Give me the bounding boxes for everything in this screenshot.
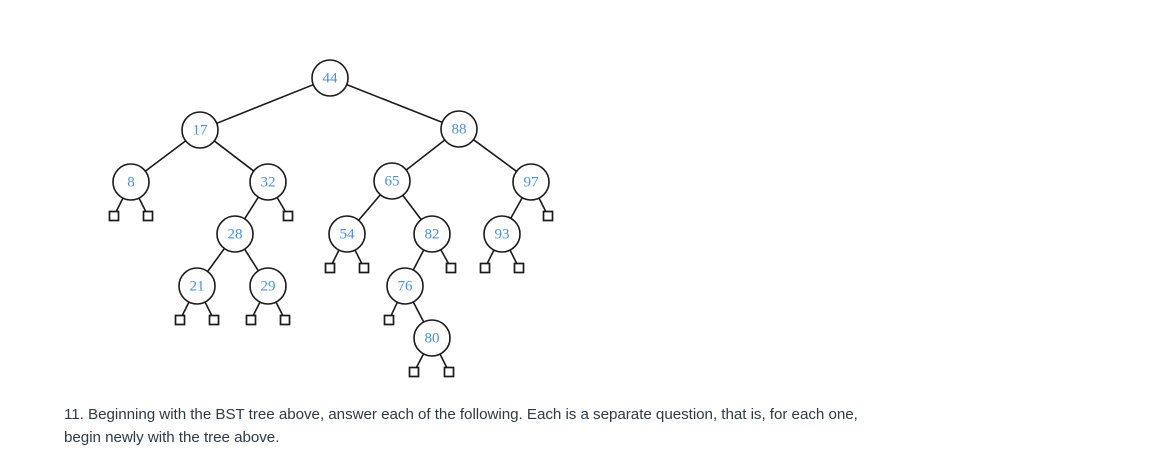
- tree-edge: [509, 196, 524, 220]
- tree-node: 32: [249, 163, 287, 201]
- tree-node: 17: [181, 111, 219, 149]
- null-leaf-marker: [479, 262, 491, 274]
- null-leaf-marker: [408, 366, 420, 378]
- question-line-1: 11. Beginning with the BST tree above, a…: [64, 406, 858, 423]
- tree-edge: [472, 138, 518, 173]
- null-leaf-marker: [542, 210, 554, 222]
- tree-edge-to-leaf: [115, 197, 124, 212]
- tree-node-circle: [328, 215, 366, 253]
- tree-node-circle: [311, 59, 349, 97]
- tree-edge-to-leaf: [415, 353, 425, 368]
- tree-node-value: 8: [127, 175, 135, 191]
- tree-node-circle: [413, 319, 451, 357]
- null-leaf-marker: [324, 262, 336, 274]
- tree-node: 97: [512, 163, 550, 201]
- tree-node: 65: [373, 162, 411, 200]
- tree-leaf-markers-group: [108, 210, 554, 378]
- tree-node-circle: [216, 215, 254, 253]
- tree-node-circle: [181, 111, 219, 149]
- tree-node: 93: [483, 215, 521, 253]
- tree-edge-to-leaf: [252, 301, 261, 316]
- null-leaf-marker: [174, 314, 186, 326]
- tree-node-value: 97: [524, 175, 540, 191]
- tree-node-value: 44: [323, 71, 339, 87]
- tree-node-value: 54: [340, 227, 356, 243]
- tree-node: 28: [216, 215, 254, 253]
- tree-edge-to-leaf: [331, 249, 340, 264]
- tree-edge-to-leaf: [439, 353, 448, 368]
- tree-node: 88: [440, 110, 478, 148]
- tree-edge: [206, 247, 226, 273]
- tree-edge-to-leaf: [486, 249, 495, 264]
- tree-node-circle: [249, 267, 287, 305]
- tree-edge-to-leaf: [276, 196, 286, 212]
- tree-edge: [402, 194, 422, 221]
- tree-edge: [412, 301, 425, 323]
- tree-edge-to-leaf: [509, 249, 518, 264]
- tree-edge: [345, 83, 444, 124]
- tree-node-value: 17: [193, 123, 209, 139]
- tree-node-value: 76: [398, 279, 414, 295]
- tree-node: 80: [413, 319, 451, 357]
- null-leaf-marker: [245, 314, 257, 326]
- tree-edge: [213, 140, 255, 172]
- tree-node-circle: [249, 163, 287, 201]
- tree-node: 54: [328, 215, 366, 253]
- tree-edge: [215, 83, 315, 125]
- null-leaf-marker: [142, 210, 154, 222]
- null-leaf-marker: [108, 210, 120, 222]
- tree-edge: [357, 193, 382, 222]
- null-leaf-marker: [443, 366, 455, 378]
- null-leaf-marker: [208, 314, 220, 326]
- null-leaf-marker: [358, 262, 370, 274]
- tree-edge: [412, 249, 425, 271]
- tree-node: 82: [413, 215, 451, 253]
- tree-edge-to-leaf: [181, 301, 190, 316]
- tree-edge-to-leaf: [390, 301, 399, 316]
- tree-edge: [243, 196, 260, 220]
- tree-node-value: 32: [261, 175, 276, 191]
- null-leaf-marker: [445, 262, 457, 274]
- null-leaf-marker: [282, 210, 294, 222]
- tree-node-value: 29: [261, 279, 276, 295]
- question-line-2: begin newly with the tree above.: [64, 428, 280, 446]
- tree-edge: [405, 139, 446, 171]
- tree-node-circle: [512, 163, 550, 201]
- tree-node: 8: [112, 163, 150, 201]
- null-leaf-marker: [383, 314, 395, 326]
- tree-edge-to-leaf: [204, 301, 213, 316]
- tree-node-circle: [373, 162, 411, 200]
- tree-edge-to-leaf: [439, 248, 450, 264]
- tree-node-circle: [112, 163, 150, 201]
- tree-edge: [243, 248, 260, 272]
- tree-node-value: 21: [190, 279, 205, 295]
- tree-node-value: 65: [385, 174, 400, 190]
- tree-node-value: 88: [452, 122, 467, 138]
- tree-edge-to-leaf: [538, 197, 547, 212]
- tree-node-circle: [440, 110, 478, 148]
- tree-edge-to-leaf: [138, 197, 147, 212]
- tree-edge: [144, 140, 187, 172]
- tree-edge-to-leaf: [275, 301, 284, 316]
- tree-node-value: 28: [228, 227, 243, 243]
- tree-node: 29: [249, 267, 287, 305]
- tree-node-circle: [413, 215, 451, 253]
- tree-node-value: 93: [495, 227, 510, 243]
- tree-edge-to-leaf: [354, 249, 363, 264]
- tree-node-circle: [178, 267, 216, 305]
- tree-node: 76: [386, 267, 424, 305]
- tree-node: 44: [311, 59, 349, 97]
- tree-node-value: 82: [425, 227, 440, 243]
- tree-node: 21: [178, 267, 216, 305]
- null-leaf-marker: [279, 314, 291, 326]
- tree-node-circle: [386, 267, 424, 305]
- tree-node-circle: [483, 215, 521, 253]
- tree-node-value: 80: [425, 331, 440, 347]
- question-text-block: 11. Beginning with the BST tree above, a…: [64, 404, 1016, 450]
- null-leaf-marker: [513, 262, 525, 274]
- tree-edges-group: [115, 83, 547, 368]
